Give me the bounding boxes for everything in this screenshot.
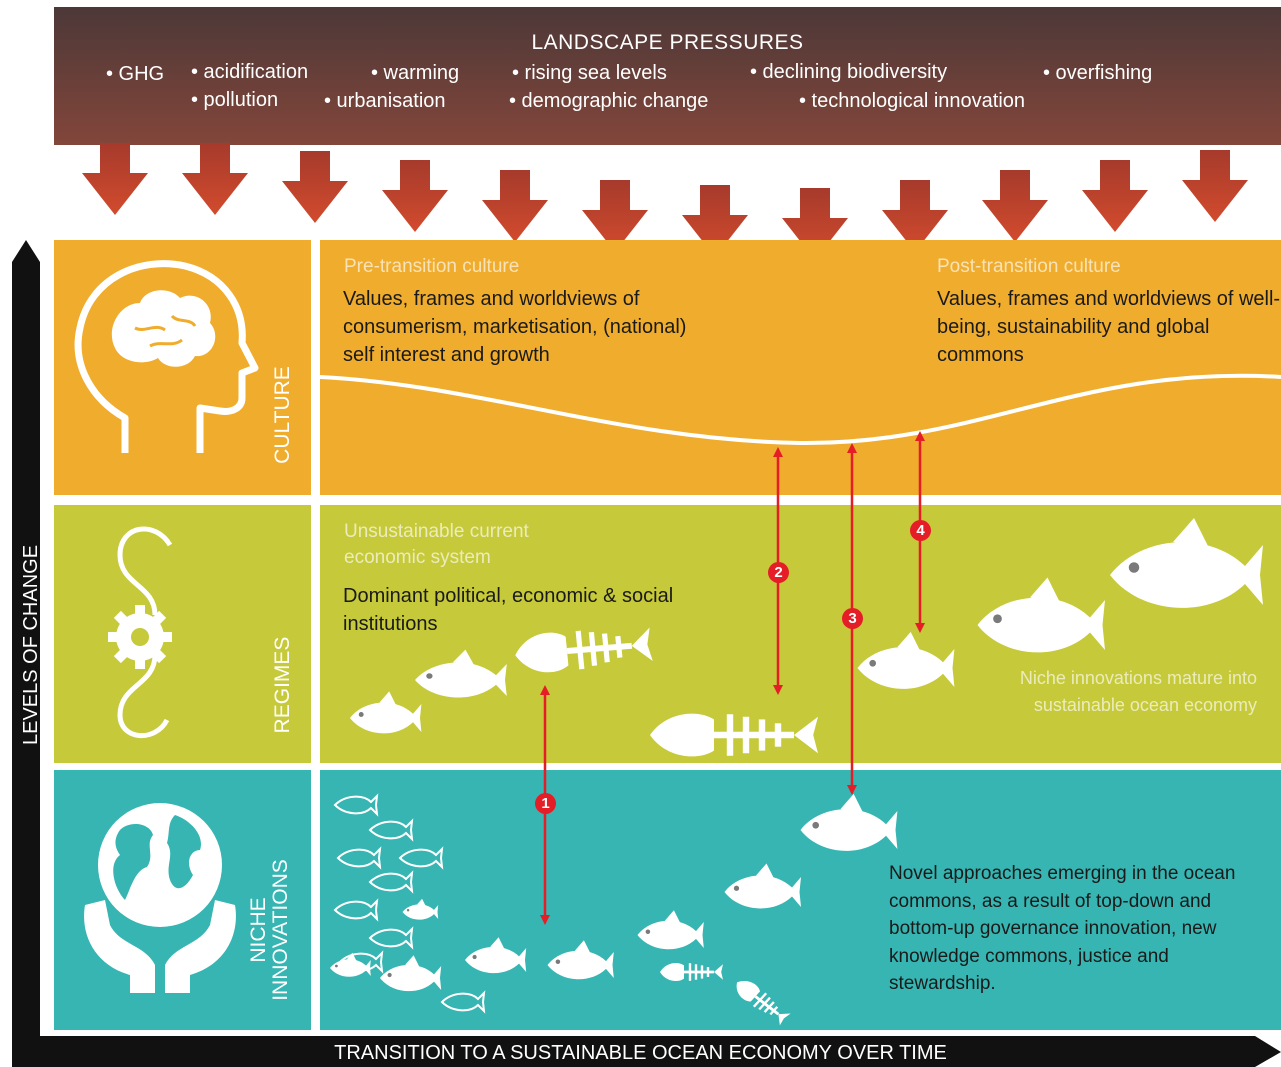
niche-band: [320, 770, 1281, 1030]
marker-2: 2: [768, 562, 789, 583]
niche-text: Novel approaches emerging in the ocean c…: [889, 863, 1236, 994]
post-transition-title: Post-transition culture: [937, 256, 1121, 277]
pressure-pollution: • pollution: [191, 89, 279, 111]
pressure-technological-innovation: • technological innovation: [799, 90, 1026, 112]
pressure-demographic-change: • demographic change: [509, 90, 709, 112]
landscape-title: LANDSCAPE PRESSURES: [531, 31, 804, 54]
culture-band: [320, 240, 1281, 495]
x-axis-arrow: [12, 1036, 1281, 1067]
niche-mature-text: Niche innovations mature into sustainabl…: [1019, 668, 1257, 715]
current-system-text: Dominant political, economic & social in…: [343, 585, 674, 635]
marker-3: 3: [842, 608, 863, 629]
marker-4: 4: [910, 520, 931, 541]
pressure-warming: • warming: [371, 62, 460, 84]
pressure-rising-sea-levels: • rising sea levels: [512, 62, 667, 84]
pressure-urbanisation: • urbanisation: [324, 90, 446, 112]
globe-hands-icon: [84, 803, 236, 993]
landscape-pressures-banner: LANDSCAPE PRESSURES • GHG • acidificatio…: [54, 7, 1281, 145]
pressure-ghg: • GHG: [106, 63, 165, 85]
pressure-acidification: • acidification: [191, 61, 309, 83]
post-transition-text: Values, frames and worldviews of well-be…: [937, 288, 1281, 366]
y-axis-arrow: [12, 240, 40, 1045]
pre-transition-title: Pre-transition culture: [344, 256, 520, 277]
current-system-title: Unsustainable current economic system: [344, 521, 529, 568]
gear-spiral-icon: [108, 526, 173, 738]
regimes-side-panel: [54, 505, 311, 763]
brain-head-icon: [74, 260, 259, 453]
pressure-overfishing: • overfishing: [1043, 62, 1153, 84]
pre-transition-text: Values, frames and worldviews of consume…: [343, 288, 687, 366]
culture-side-panel: [54, 240, 311, 495]
x-axis-label: TRANSITION TO A SUSTAINABLE OCEAN ECONOM…: [334, 1042, 947, 1064]
regimes-band: [320, 505, 1281, 763]
marker-1: 1: [535, 793, 556, 814]
pressure-declining-biodiversity: • declining biodiversity: [750, 61, 948, 83]
